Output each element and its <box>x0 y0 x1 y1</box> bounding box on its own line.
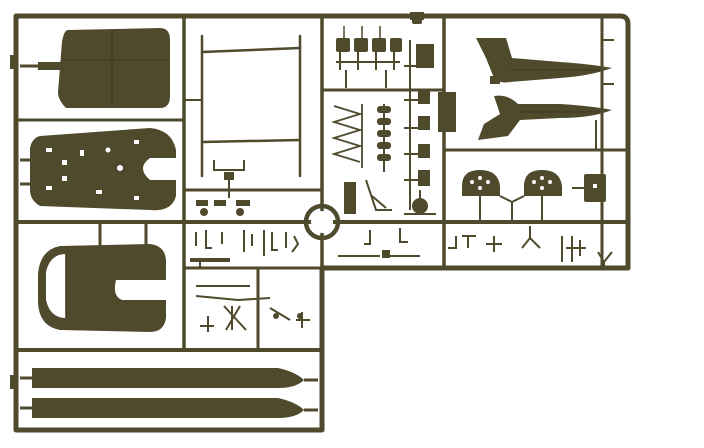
part-hull-bottom <box>38 224 166 332</box>
part-gun-mount <box>344 179 436 215</box>
part-track-run-upper <box>20 368 318 388</box>
part-road-wheel-right <box>524 170 562 222</box>
part-deck-plate-top <box>20 28 170 108</box>
frame-tab-bottom-left <box>10 375 18 389</box>
part-road-wheel-left <box>462 170 500 222</box>
part-fender-upper <box>476 38 612 84</box>
part-fender-lower <box>478 95 612 140</box>
frame-outer-outline <box>13 13 631 433</box>
part-small-levers <box>190 230 300 268</box>
part-antenna-springs <box>330 104 364 168</box>
part-hatch-block <box>572 174 606 202</box>
part-window-frame <box>183 34 302 178</box>
part-track-run-lower <box>20 398 318 418</box>
sprue-frame <box>10 12 631 433</box>
part-bottom-right-fittings <box>448 226 613 270</box>
part-wheel-axle-link <box>499 195 525 222</box>
frame-tab-left <box>10 55 18 69</box>
part-ribbed-shaft <box>377 104 391 172</box>
part-right-side-tabs <box>588 39 614 151</box>
part-lower-pins <box>338 228 420 258</box>
part-seat-assembly <box>196 160 250 216</box>
part-side-runner <box>404 40 418 210</box>
part-lower-fittings <box>195 285 310 332</box>
part-wheel-cluster <box>336 26 402 88</box>
part-side-brackets <box>412 14 456 186</box>
sprue-hub-ring <box>303 203 341 241</box>
part-hull-floor <box>20 128 176 211</box>
